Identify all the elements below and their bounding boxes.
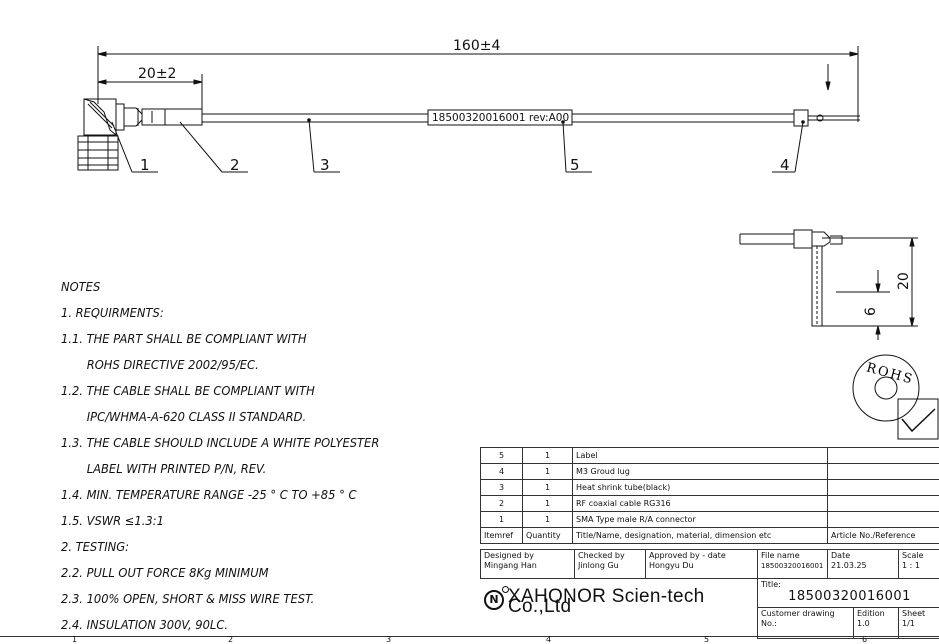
bom-qty: 1 bbox=[523, 496, 573, 512]
designed-label: Designed by bbox=[484, 551, 571, 561]
bom-header-desc: Title/Name, designation, material, dimen… bbox=[573, 528, 828, 544]
file-cell: File name 18500320016001 bbox=[757, 549, 828, 579]
overall-dimension-text: 160±4 bbox=[453, 38, 500, 54]
company-name: XAHONOR Scien-tech Co.,Ltd bbox=[508, 592, 758, 612]
callout-5: 5 bbox=[570, 156, 580, 174]
bill-of-materials: 5 1 Label 4 1 M3 Groud lug 3 1 Heat shri… bbox=[480, 447, 939, 544]
file-value: 18500320016001 bbox=[761, 561, 824, 571]
cable-label-text: 18500320016001 rev:A00 bbox=[432, 112, 569, 124]
bom-item: 4 bbox=[481, 464, 523, 480]
rohs-text: ROHS bbox=[865, 361, 916, 388]
note-line: 1.1. THE PART SHALL BE COMPLIANT WITH bbox=[61, 326, 429, 352]
bom-desc: Heat shrink tube(black) bbox=[573, 480, 828, 496]
bom-header-row: Itemref Quantity Title/Name, designation… bbox=[481, 528, 939, 544]
bom-row: 5 1 Label bbox=[481, 448, 939, 464]
bom-item: 3 bbox=[481, 480, 523, 496]
bom-item: 5 bbox=[481, 448, 523, 464]
lug-side-view bbox=[740, 230, 918, 340]
bom-row: 2 1 RF coaxial cable RG316 bbox=[481, 496, 939, 512]
note-line: 1.3. THE CABLE SHOULD INCLUDE A WHITE PO… bbox=[61, 430, 429, 456]
bom-desc: M3 Groud lug bbox=[573, 464, 828, 480]
callout-1: 1 bbox=[140, 156, 150, 174]
sheet-label: Sheet bbox=[902, 609, 938, 619]
company-logo: N bbox=[484, 590, 504, 610]
note-line: 2.4. INSULATION 300V, 90LC. bbox=[61, 612, 429, 638]
customer-cell: Customer drawing No.: bbox=[757, 607, 854, 639]
bom-desc: Label bbox=[573, 448, 828, 464]
sheet-value: 1/1 bbox=[902, 619, 938, 629]
checked-label: Checked by bbox=[578, 551, 642, 561]
bom-qty: 1 bbox=[523, 464, 573, 480]
bom-item: 1 bbox=[481, 512, 523, 528]
title-cell: Title: 18500320016001 bbox=[757, 578, 939, 608]
ground-lug-sleeve bbox=[794, 110, 808, 126]
date-label: Date bbox=[831, 551, 895, 561]
bom-row: 3 1 Heat shrink tube(black) bbox=[481, 480, 939, 496]
note-line: ROHS DIRECTIVE 2002/95/EC. bbox=[61, 352, 429, 378]
edition-label: Edition bbox=[857, 609, 895, 619]
note-line: IPC/WHMA-A-620 CLASS II STANDARD. bbox=[61, 404, 429, 430]
note-line: 1.4. MIN. TEMPERATURE RANGE -25 ° C TO +… bbox=[61, 482, 429, 508]
bom-header-qty: Quantity bbox=[523, 528, 573, 544]
scale-label: Scale bbox=[902, 551, 938, 561]
bom-ref bbox=[828, 480, 939, 496]
bom-qty: 1 bbox=[523, 512, 573, 528]
notes-heading: NOTES bbox=[61, 274, 429, 300]
date-value: 21.03.25 bbox=[831, 561, 895, 571]
customer-label: Customer drawing No.: bbox=[761, 609, 850, 629]
bom-desc: RF coaxial cable RG316 bbox=[573, 496, 828, 512]
note-line: 1.5. VSWR ≤1.3:1 bbox=[61, 508, 429, 534]
sma-connector-drawing bbox=[78, 99, 142, 170]
bom-qty: 1 bbox=[523, 448, 573, 464]
bom-row: 4 1 M3 Groud lug bbox=[481, 464, 939, 480]
checked-cell: Checked by Jinlong Gu bbox=[574, 549, 646, 579]
bom-header-ref: Article No./Reference bbox=[828, 528, 939, 544]
designed-cell: Designed by Mingang Han bbox=[480, 549, 575, 579]
heat-shrink-tube bbox=[142, 109, 202, 125]
note-line: 2.2. PULL OUT FORCE 8Kg MINIMUM bbox=[61, 560, 429, 586]
scale-cell: Scale 1 : 1 bbox=[898, 549, 939, 579]
callout-2: 2 bbox=[230, 156, 240, 174]
scale-value: 1 : 1 bbox=[902, 561, 938, 571]
notes-block: NOTES 1. REQUIRMENTS: 1.1. THE PART SHAL… bbox=[61, 274, 429, 638]
lug-height-text: 20 bbox=[896, 272, 912, 290]
note-line: 2.3. 100% OPEN, SHORT & MISS WIRE TEST. bbox=[61, 586, 429, 612]
date-cell: Date 21.03.25 bbox=[827, 549, 899, 579]
note-line: 1.2. THE CABLE SHALL BE COMPLIANT WITH bbox=[61, 378, 429, 404]
file-label: File name bbox=[761, 551, 824, 561]
designed-value: Mingang Han bbox=[484, 561, 571, 571]
approved-cell: Approved by - date Hongyu Du bbox=[645, 549, 758, 579]
title-block: Designed by Mingang Han Checked by Jinlo… bbox=[480, 549, 939, 639]
connector-dimension-text: 20±2 bbox=[138, 66, 176, 82]
title-value: 18500320016001 bbox=[761, 590, 938, 604]
approved-label: Approved by - date bbox=[649, 551, 754, 561]
edition-cell: Edition 1.0 bbox=[853, 607, 899, 639]
edition-value: 1.0 bbox=[857, 619, 895, 629]
lug-offset-text: 6 bbox=[863, 307, 879, 316]
bom-ref bbox=[828, 464, 939, 480]
note-line: LABEL WITH PRINTED P/N, REV. bbox=[61, 456, 429, 482]
callout-3: 3 bbox=[320, 156, 330, 174]
note-line: 2. TESTING: bbox=[61, 534, 429, 560]
bom-row: 1 1 SMA Type male R/A connector bbox=[481, 512, 939, 528]
bom-ref bbox=[828, 496, 939, 512]
callout-4: 4 bbox=[780, 156, 790, 174]
checked-value: Jinlong Gu bbox=[578, 561, 642, 571]
approved-value: Hongyu Du bbox=[649, 561, 754, 571]
note-line: 1. REQUIRMENTS: bbox=[61, 300, 429, 326]
bom-item: 2 bbox=[481, 496, 523, 512]
bom-header-item: Itemref bbox=[481, 528, 523, 544]
bom-ref bbox=[828, 512, 939, 528]
bom-qty: 1 bbox=[523, 480, 573, 496]
bom-desc: SMA Type male R/A connector bbox=[573, 512, 828, 528]
bom-ref bbox=[828, 448, 939, 464]
sheet-cell: Sheet 1/1 bbox=[898, 607, 939, 639]
company-cell: N XAHONOR Scien-tech Co.,Ltd bbox=[480, 578, 758, 639]
